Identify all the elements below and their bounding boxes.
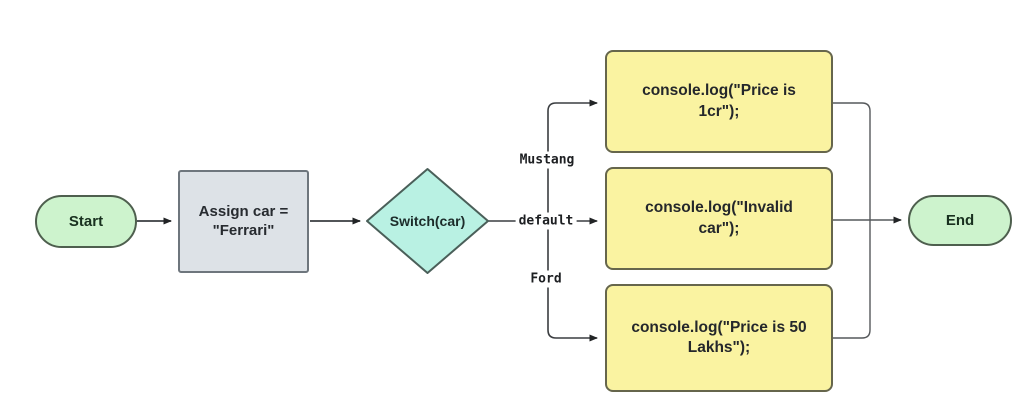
end-node-label: End (945, 212, 975, 229)
start-node: Start (35, 195, 137, 248)
case-default-node: console.log("Invalid car"); (605, 167, 833, 270)
case-mustang-node: console.log("Price is 1cr"); (605, 50, 833, 153)
edge-label-ford: Ford (527, 270, 565, 288)
edge-label-default: default (515, 212, 577, 230)
case-default-label: console.log("Invalid car"); (645, 199, 793, 237)
edge-mustang-to-rail (833, 102, 871, 220)
assign-node: Assign car = "Ferrari" (178, 170, 309, 273)
assign-node-label-line2: "Ferrari" (212, 221, 275, 239)
assign-node-label: Assign car = "Ferrari" (199, 203, 289, 241)
start-node-label: Start (68, 213, 104, 230)
case-ford-node: console.log("Price is 50 Lakhs"); (605, 284, 833, 392)
switch-node: Switch(car) (367, 169, 488, 273)
edge-ford-to-rail (833, 220, 871, 339)
end-node: End (908, 195, 1012, 246)
assign-node-label-line1: Assign car = (198, 202, 289, 220)
decision-diamond-shape (366, 168, 489, 274)
edge-switch-to-mustang (547, 99, 598, 221)
switch-node-label: Switch(car) (389, 213, 466, 229)
case-ford-label: console.log("Price is 50 Lakhs"); (631, 318, 807, 356)
edge-switch-to-ford (547, 221, 598, 342)
edge-label-mustang: Mustang (516, 151, 578, 169)
case-mustang-label: console.log("Price is 1cr"); (642, 82, 796, 120)
